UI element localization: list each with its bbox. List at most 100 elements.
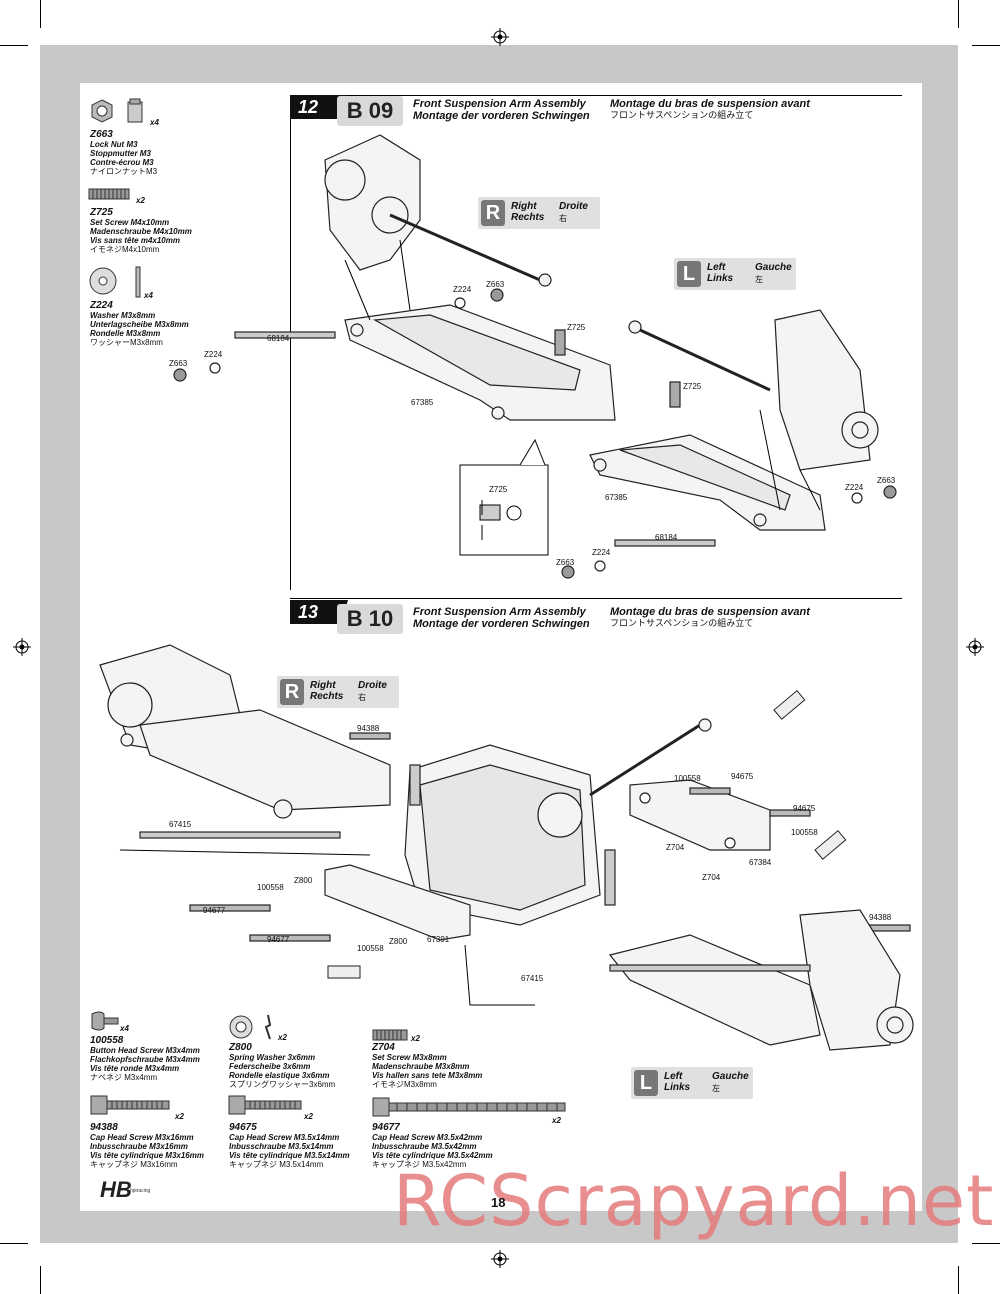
part-code: Z725 (90, 207, 113, 218)
registration-mark-right-icon (966, 638, 984, 656)
z725-qty: x2 (136, 196, 145, 205)
left-de: Links (664, 1082, 691, 1093)
part-jp: イモネジM4x10mm (90, 245, 160, 254)
part-code: 94677 (372, 1122, 400, 1133)
label-67385: 67385 (411, 398, 434, 407)
left-en: Left (707, 262, 726, 273)
page-number: 18 (491, 1195, 506, 1210)
step12-title-en: Front Suspension Arm Assembly (413, 98, 586, 110)
part-en: Spring Washer 3x6mm (229, 1053, 316, 1062)
crop-mark (972, 45, 1000, 46)
z704-qty: x2 (411, 1034, 420, 1043)
part-en: Cap Head Screw M3.5x42mm (372, 1133, 483, 1142)
part-94388: 94388 Cap Head Screw M3x16mm Inbusschrau… (90, 1122, 204, 1169)
cap-head-screw-16-icon (90, 1095, 170, 1115)
step13-title-jp: フロントサスペンションの組み立て (610, 618, 754, 628)
part-fr: Vis hallen sans tete M3x8mm (372, 1071, 483, 1080)
part-100558: 100558 Button Head Screw M3x4mm Flachkop… (90, 1035, 200, 1082)
part-de: Inbusschraube M3x16mm (90, 1142, 188, 1151)
left-jp: 左 (755, 275, 763, 284)
part-de: Madenschraube M4x10mm (90, 227, 192, 236)
step12-title-jp: フロントサスペンションの組み立て (610, 110, 754, 120)
94388-qty: x2 (175, 1112, 184, 1121)
label-z704: Z704 (666, 843, 685, 852)
watermark: RCScrapyard.net (393, 1160, 995, 1242)
part-en: Washer M3x8mm (90, 311, 156, 320)
left-letter: L (634, 1070, 658, 1096)
right-fr: Droite (358, 680, 387, 691)
crop-mark (40, 1266, 41, 1294)
step12-left-tag: L Left Links Gauche 左 (674, 258, 796, 290)
crop-mark (0, 45, 28, 46)
label-68184: 68184 (267, 334, 290, 343)
part-z224: Z224 Washer M3x8mm Unterlagscheibe M3x8m… (90, 300, 189, 347)
part-en: Set Screw M4x10mm (90, 218, 170, 227)
left-en: Left (664, 1071, 683, 1082)
label-z663: Z663 (556, 558, 575, 567)
left-de: Links (707, 273, 734, 284)
crop-mark (958, 0, 959, 28)
step13-top-rule (290, 598, 902, 599)
part-fr: Rondelle elastique 3x6mm (229, 1071, 330, 1080)
cap-head-screw-14-icon (228, 1095, 302, 1115)
part-jp: キャップネジ M3.5x14mm (229, 1160, 324, 1169)
part-jp: ワッシャーM3x8mm (90, 338, 163, 347)
part-de: Unterlagscheibe M3x8mm (90, 320, 189, 329)
right-de: Rechts (310, 691, 344, 702)
lock-nut-icon (91, 98, 143, 123)
part-fr: Vis sans tête m4x10mm (90, 236, 180, 245)
part-de: Inbusschraube M3.5x42mm (372, 1142, 477, 1151)
label-z725-detail: Z725 (489, 485, 508, 494)
brand-logo: HB (100, 1177, 132, 1202)
brand-logo-sub: hpiracing (130, 1188, 151, 1194)
label-z663: Z663 (877, 476, 896, 485)
part-de: Flachkopfschraube M3x4mm (90, 1055, 200, 1064)
label-z800: Z800 (389, 937, 408, 946)
right-jp: 右 (358, 693, 366, 702)
part-code: Z663 (90, 129, 113, 140)
label-z800: Z800 (294, 876, 313, 885)
right-letter: R (280, 679, 304, 705)
part-jp: ナイロンナットM3 (90, 167, 158, 176)
label-z224: Z224 (592, 548, 611, 557)
part-jp: スプリングワッシャー3x6mm (229, 1080, 336, 1089)
spring-washer-icon (229, 1014, 272, 1040)
part-94677: 94677 Cap Head Screw M3.5x42mm Inbusschr… (372, 1122, 493, 1169)
crop-mark (972, 1243, 1000, 1244)
right-en: Right (310, 680, 336, 691)
label-68184: 68184 (655, 533, 678, 542)
part-z663: Z663 Lock Nut M3 Stoppmutter M3 Contre-é… (90, 129, 157, 176)
label-67384: 67384 (749, 858, 772, 867)
washer-icon (89, 266, 141, 298)
label-z663: Z663 (486, 280, 505, 289)
step13-title-en: Front Suspension Arm Assembly (413, 606, 586, 618)
label-z704: Z704 (702, 873, 721, 882)
part-94675: 94675 Cap Head Screw M3.5x14mm Inbusschr… (229, 1122, 350, 1169)
part-en: Button Head Screw M3x4mm (90, 1046, 200, 1055)
part-z704: Z704 Set Screw M3x8mm Madenschraube M3x8… (372, 1042, 482, 1089)
label-67391: 67391 (427, 935, 450, 944)
part-z725: Z725 Set Screw M4x10mm Madenschraube M4x… (90, 207, 192, 254)
label-100558: 100558 (674, 774, 701, 783)
94677-qty: x2 (552, 1116, 561, 1125)
left-letter: L (677, 261, 701, 287)
label-z663: Z663 (169, 359, 188, 368)
right-en: Right (511, 201, 537, 212)
label-67415: 67415 (169, 820, 192, 829)
step12-title-fr: Montage du bras de suspension avant (610, 98, 810, 110)
label-z725: Z725 (683, 382, 702, 391)
label-94388: 94388 (869, 913, 892, 922)
part-de: Stoppmutter M3 (90, 149, 151, 158)
step12-title-de: Montage der vorderen Schwingen (413, 110, 590, 122)
left-fr: Gauche (712, 1071, 749, 1082)
left-jp: 左 (712, 1084, 720, 1093)
step13-bag-label: B 10 (337, 604, 403, 634)
left-fr: Gauche (755, 262, 792, 273)
crop-mark (958, 1266, 959, 1294)
label-94675: 94675 (793, 804, 816, 813)
button-head-screw-icon (91, 1011, 119, 1031)
part-de: Inbusschraube M3.5x14mm (229, 1142, 334, 1151)
part-jp: イモネジM3x8mm (372, 1080, 437, 1089)
step12-right-tag: R Right Rechts Droite 右 (478, 197, 600, 229)
part-code: 94388 (90, 1122, 118, 1133)
